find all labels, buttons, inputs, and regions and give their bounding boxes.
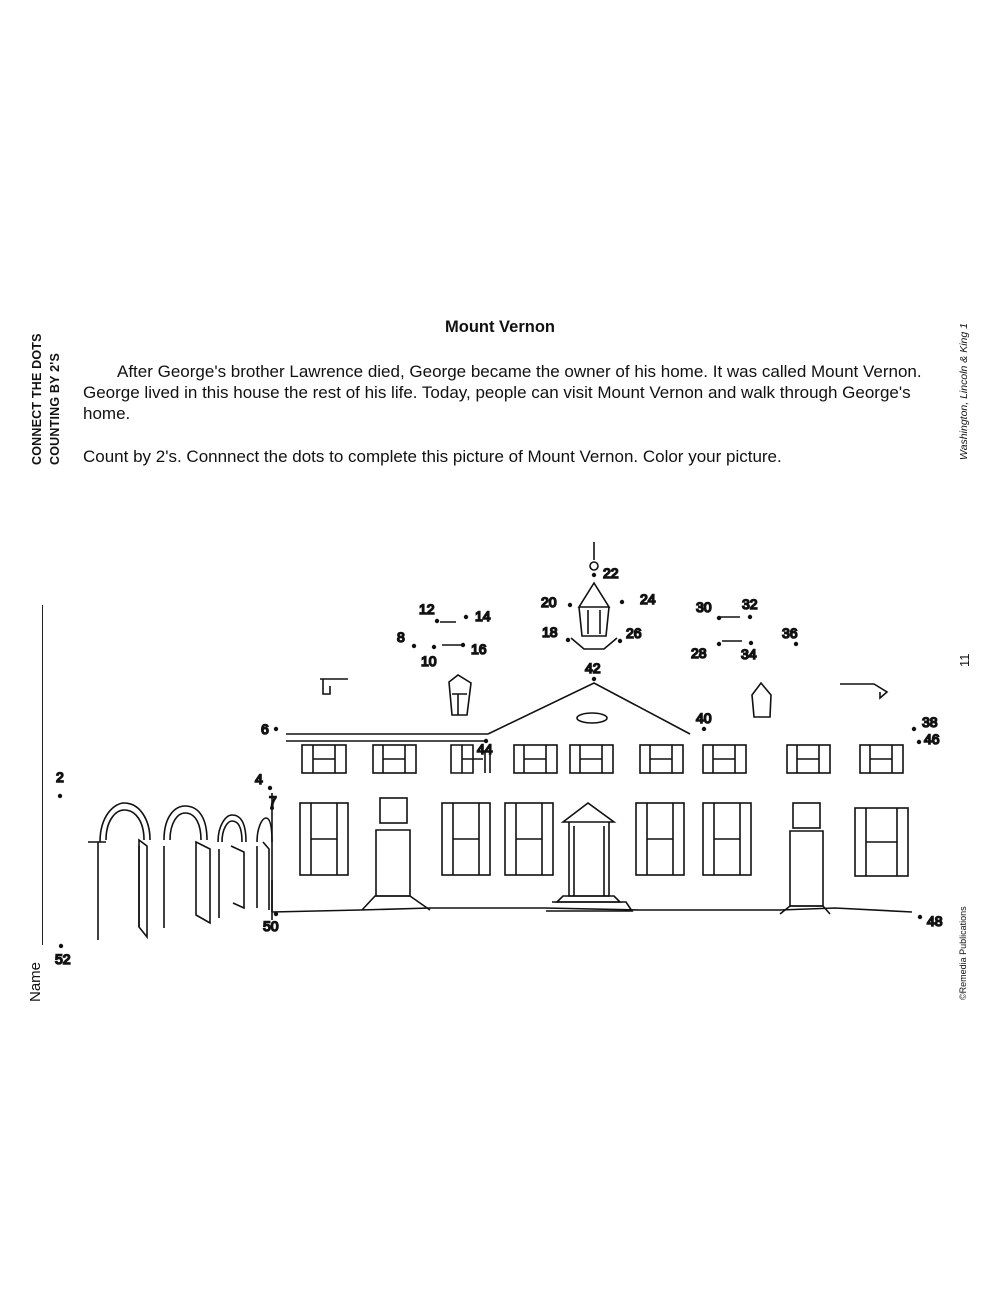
instructions-paragraph: Count by 2's. Connnect the dots to compl…: [83, 447, 782, 466]
dot-label: 8: [397, 629, 405, 645]
dot-label: 7: [269, 793, 277, 809]
dot-label: 38: [922, 714, 938, 730]
main-door: [546, 802, 634, 912]
dot-label: 10: [421, 653, 437, 669]
dot-label: 12: [419, 601, 435, 617]
pediment: [487, 682, 691, 735]
dot-label: 40: [696, 710, 712, 726]
dot-label: 30: [696, 599, 712, 615]
story-paragraph: After George's brother Lawrence died, Ge…: [83, 362, 922, 423]
dot-label: 34: [741, 646, 757, 662]
door-left: [361, 797, 431, 911]
dot-label: 36: [782, 625, 798, 641]
dot-label: 2: [56, 769, 64, 785]
page-title: Mount Vernon: [445, 318, 555, 336]
dot-label: 52: [55, 951, 71, 967]
lower-windows: [299, 802, 909, 877]
dot-label: 32: [742, 596, 758, 612]
dot-label: 46: [924, 731, 940, 747]
dormer-right: [751, 681, 772, 718]
dot-label: 44: [477, 741, 493, 757]
dot-label: 18: [542, 624, 558, 640]
dot-label: 14: [475, 608, 491, 624]
cupola: [570, 542, 618, 650]
dot-label: 24: [640, 591, 656, 607]
dot-label: 48: [927, 913, 943, 929]
colonnade: [88, 802, 273, 940]
dot-label: 4: [255, 771, 263, 787]
name-write-line[interactable]: [42, 605, 44, 945]
dot-label: 22: [603, 565, 619, 581]
chimney-left: [320, 678, 348, 695]
dot-label: 28: [691, 645, 707, 661]
dot-label: 42: [585, 660, 601, 676]
dot-label: 26: [626, 625, 642, 641]
dot-numbers: 2 4 6 7 8 10 12 14 16 18 20 22 24 26 28 …: [54, 564, 943, 968]
door-right: [779, 802, 831, 915]
dot-label: 50: [263, 918, 279, 934]
dormer-left: [448, 674, 472, 716]
pediment-window: [576, 712, 608, 724]
chimney-right: [840, 683, 889, 700]
dot-label: 20: [541, 594, 557, 610]
dot-label: 6: [261, 721, 269, 737]
upper-windows: [301, 744, 904, 774]
dot-label: 16: [471, 641, 487, 657]
connect-dots: [57, 572, 923, 949]
